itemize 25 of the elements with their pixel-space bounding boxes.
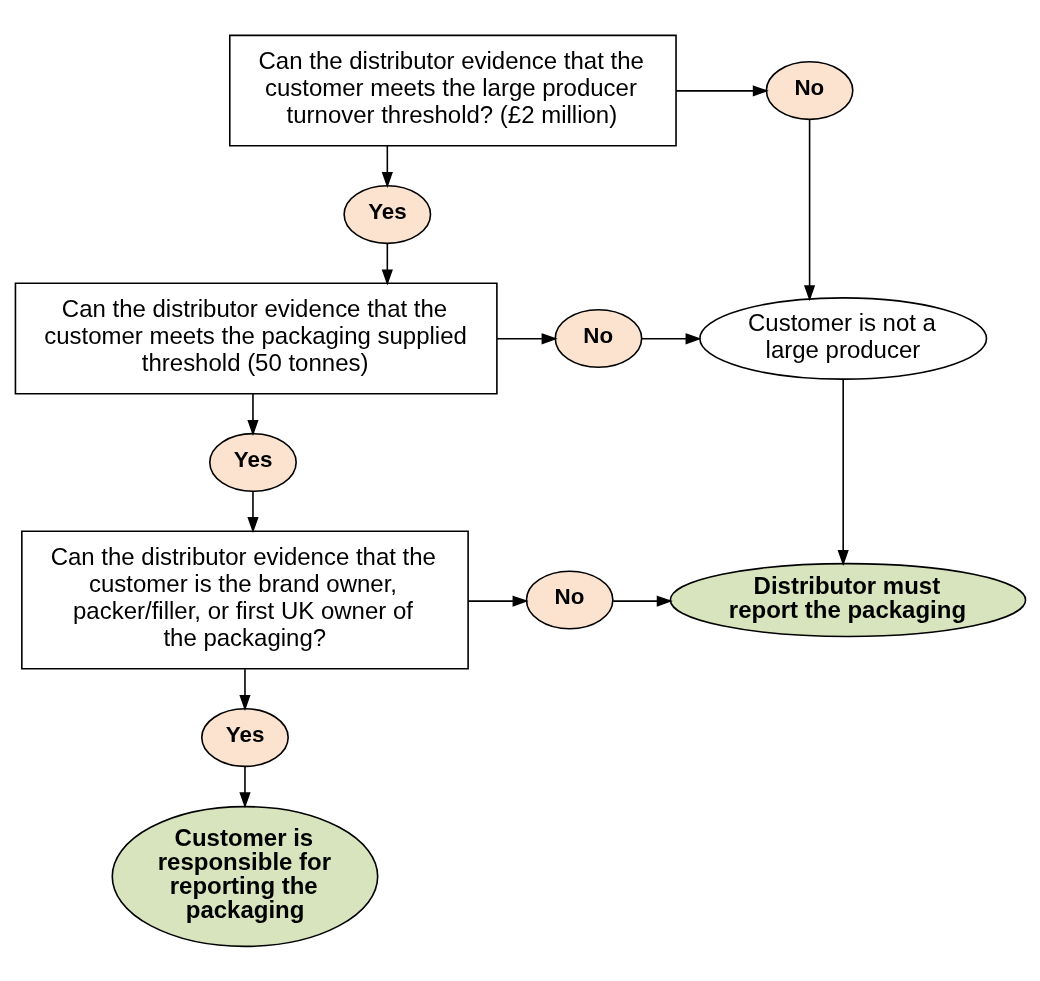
- arrow: [495, 332, 558, 344]
- node-ellipse: No: [525, 569, 614, 630]
- arrow: [640, 332, 702, 344]
- node-ellipse: Customer is responsible for reporting the packaging: [111, 805, 378, 947]
- arrow: [238, 667, 251, 711]
- node-ellipse: Yes: [342, 184, 431, 244]
- arrow: [803, 118, 815, 301]
- node-ellipse: Customer is not a large producer: [698, 296, 987, 380]
- node-box: Can the distributor evidence that the customer is the brand owner, packer/filler, or first UK owner of the packaging?: [20, 529, 469, 670]
- arrow: [238, 765, 251, 808]
- node-ellipse: Yes: [200, 707, 289, 767]
- arrow: [675, 84, 769, 96]
- node-ellipse: Yes: [208, 432, 297, 492]
- arrow: [611, 595, 673, 607]
- node-ellipse: No: [765, 60, 854, 120]
- arrow: [837, 378, 849, 566]
- arrow: [381, 144, 393, 188]
- arrow: [246, 392, 259, 436]
- node-ellipse: No: [553, 308, 642, 368]
- arrow: [381, 242, 393, 285]
- node-box: Can the distributor evidence that the customer meets the packaging supplied threshold (50 tonnes): [14, 282, 498, 394]
- arrow: [466, 595, 529, 607]
- node-ellipse: Distributor must report the packaging: [669, 562, 1026, 637]
- arrow: [246, 490, 259, 533]
- node-box: Can the distributor evidence that the customer meets the large producer turnover threshold? (£2 million): [228, 34, 677, 147]
